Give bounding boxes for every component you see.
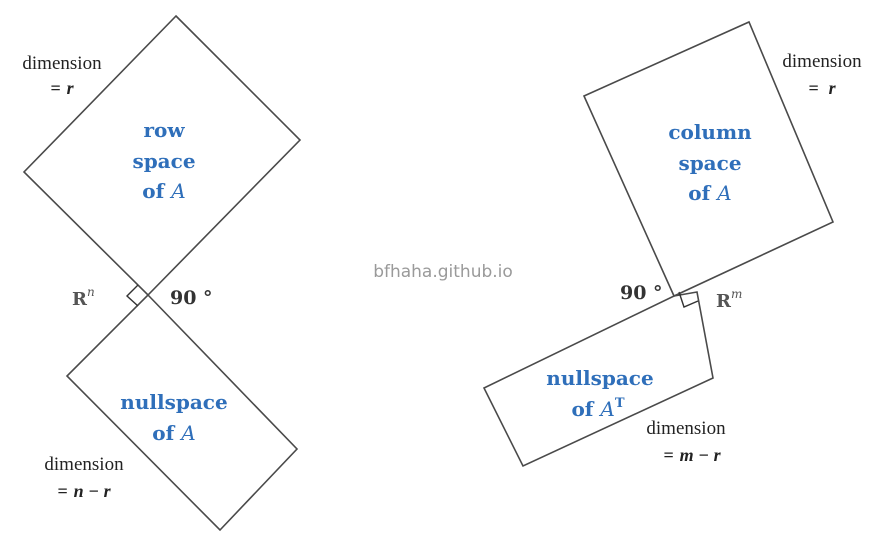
right-angle-label: 90 ° xyxy=(620,282,663,304)
left-nullspace-line1: nullspace xyxy=(546,366,653,390)
left-right-angle-marker xyxy=(125,284,139,307)
watermark: bfhaha.github.io xyxy=(373,262,513,282)
left-top-dimension-word: dimension xyxy=(22,53,102,74)
nullspace-box xyxy=(65,293,299,532)
row-space-line1: row xyxy=(143,118,185,142)
right-bottom-dimension-word: dimension xyxy=(646,418,726,439)
left-bottom-dimension-word: dimension xyxy=(44,454,124,475)
left-nullspace-box xyxy=(482,291,714,468)
nullspace-line1: nullspace xyxy=(120,390,227,414)
right-top-dimension-word: dimension xyxy=(782,51,862,72)
left-bottom-dimension-value: =n − r xyxy=(57,481,111,501)
column-space-line1: column xyxy=(668,120,752,144)
left-angle-label: 90 ° xyxy=(170,287,213,309)
right-space-label: Rm xyxy=(716,287,742,312)
row-space-line2: space xyxy=(132,149,195,173)
left-top-dimension-value: =r xyxy=(50,78,74,98)
left-space-label: Rn xyxy=(72,285,95,310)
column-space-line2: space xyxy=(678,151,741,175)
column-space-box xyxy=(582,20,835,298)
right-top-dimension-value: =r xyxy=(808,78,836,98)
right-bottom-dimension-value: =m − r xyxy=(663,445,721,465)
right-right-angle-marker xyxy=(678,291,699,308)
